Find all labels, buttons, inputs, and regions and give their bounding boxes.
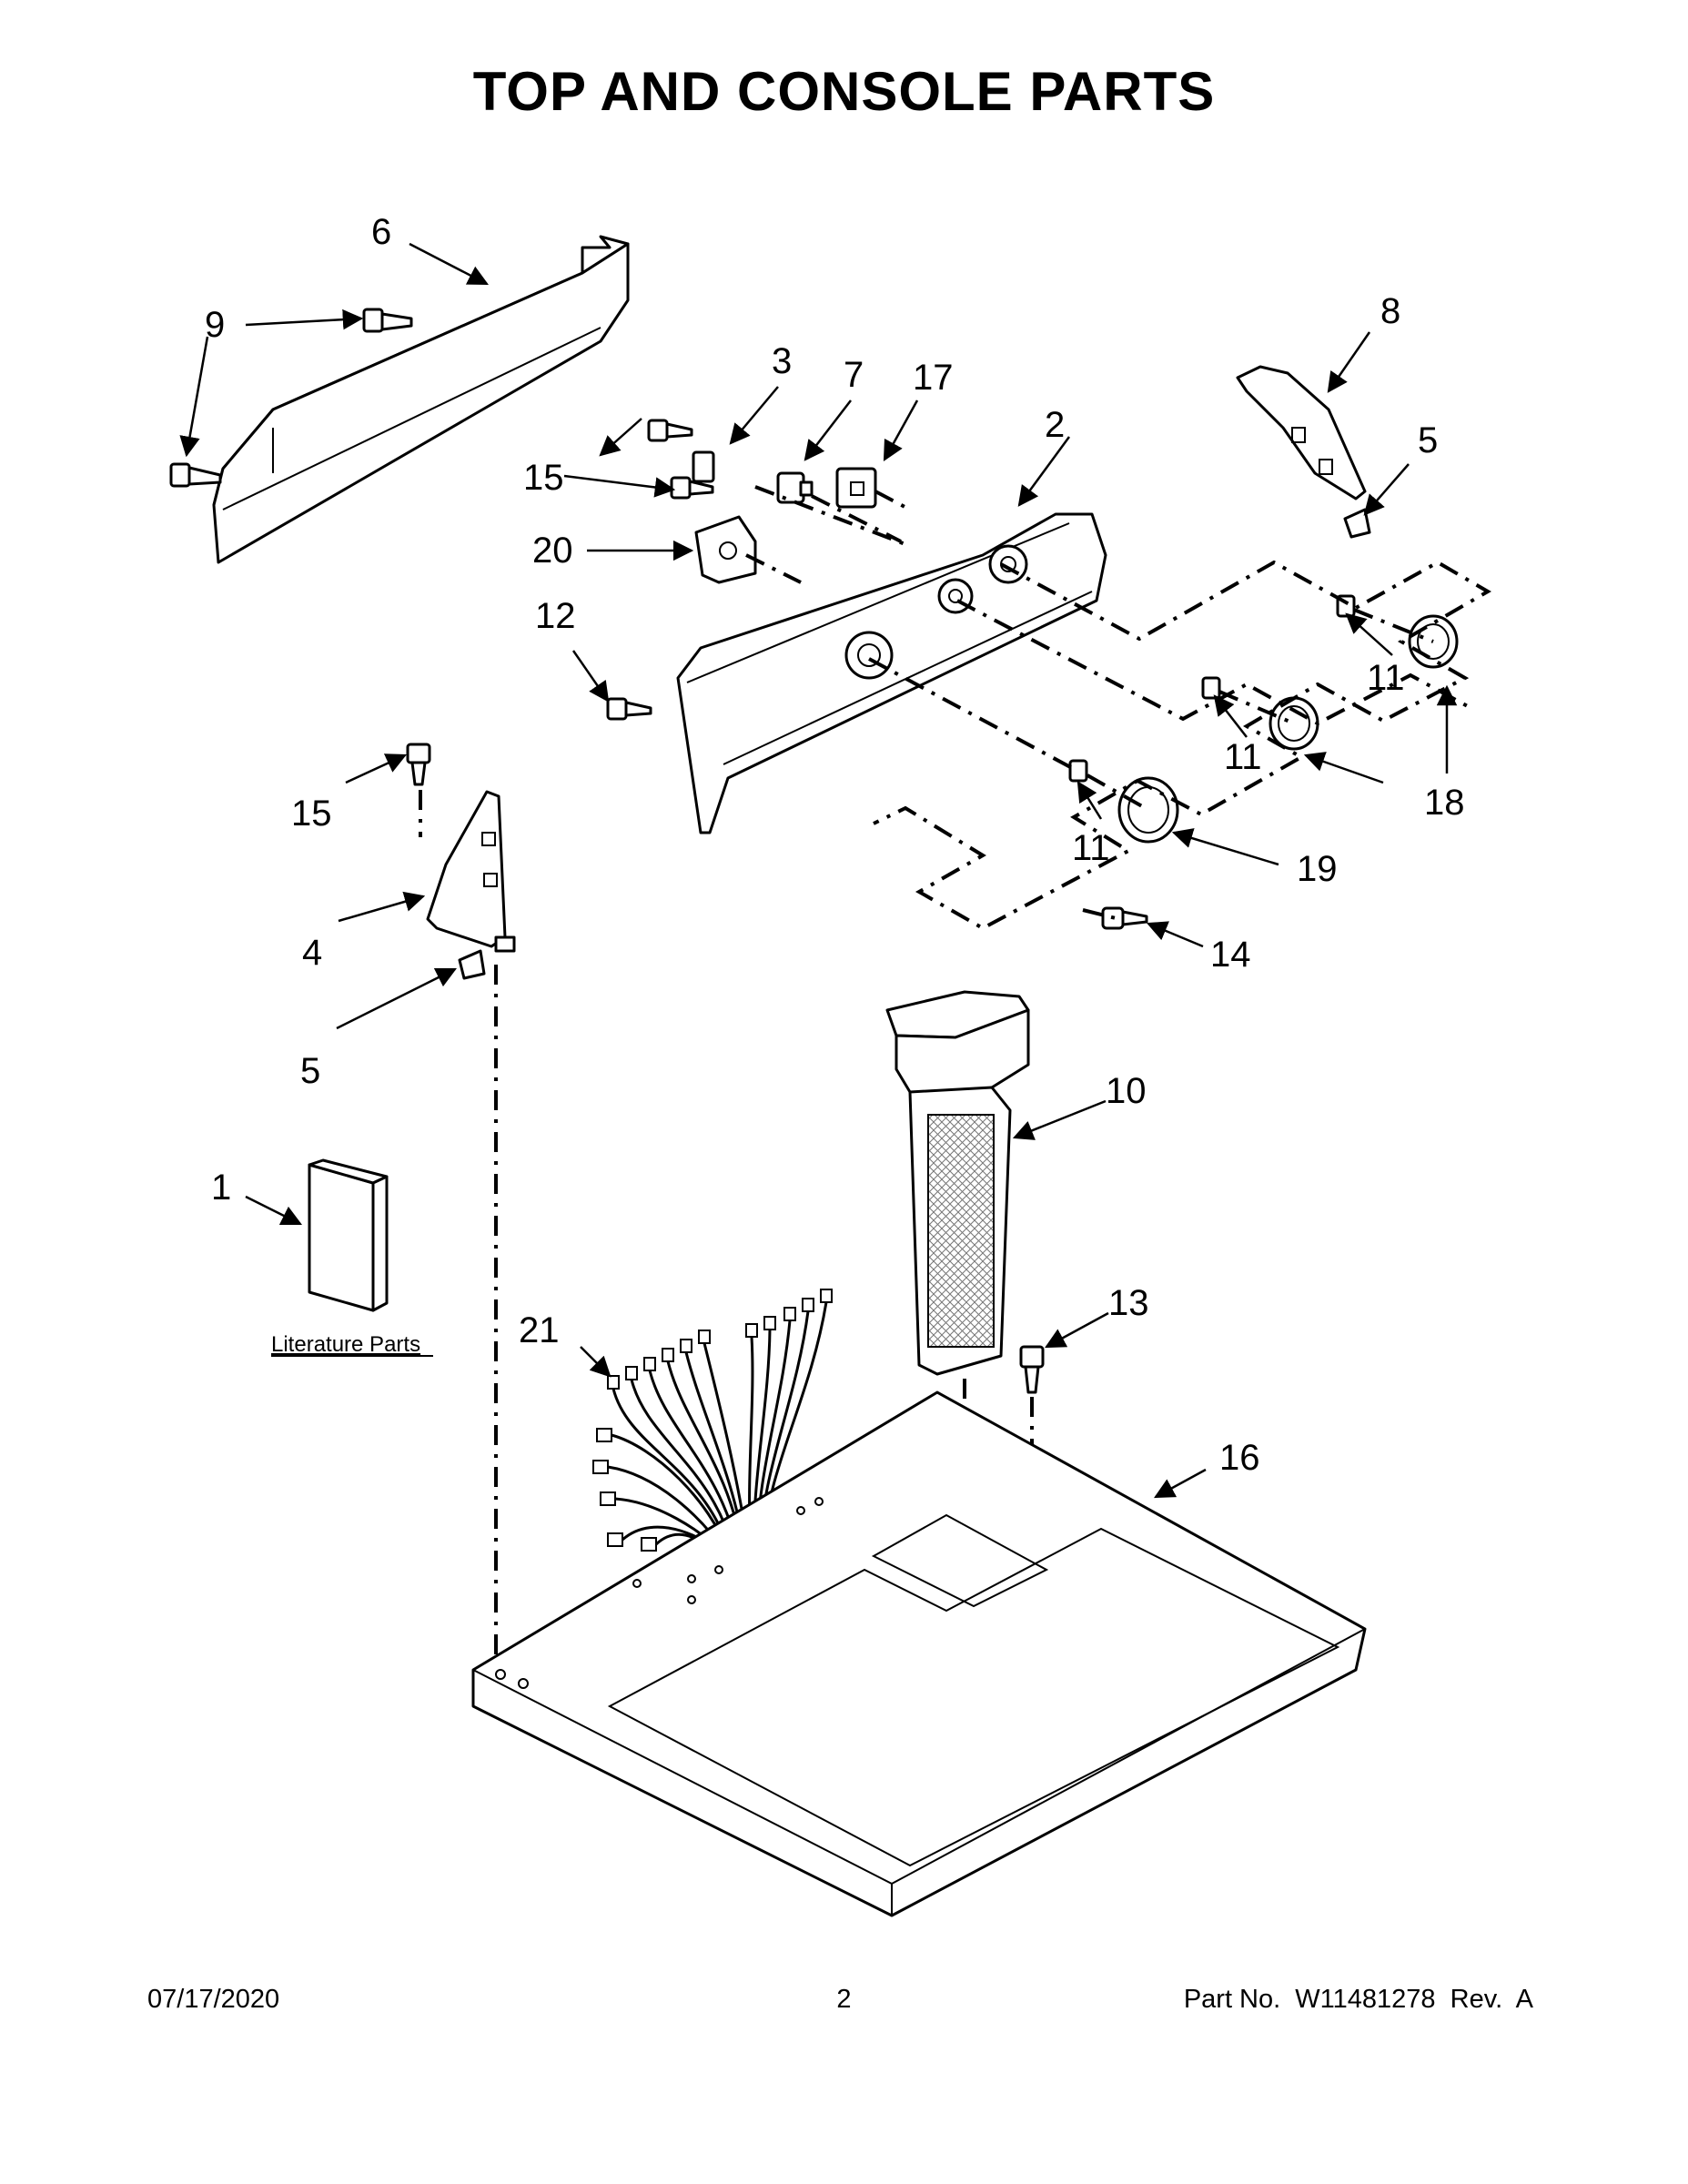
switch-part-7	[776, 471, 814, 504]
callout-15-top: 15	[523, 458, 564, 498]
callout-5-top: 5	[1418, 420, 1438, 460]
lint-screen	[885, 990, 1030, 1376]
callout-21: 21	[519, 1310, 560, 1350]
callout-15-left: 15	[291, 794, 332, 834]
screw-icon	[670, 476, 714, 500]
callout-1: 1	[211, 1168, 231, 1208]
callout-11-middle: 11	[1224, 737, 1262, 777]
callout-arrows	[179, 242, 1458, 1499]
footer-page-number: 2	[836, 1985, 852, 2014]
right-end-cap	[1236, 365, 1367, 500]
knob-18-middle	[1269, 696, 1319, 751]
callout-2: 2	[1045, 405, 1065, 445]
callout-7: 7	[844, 355, 864, 395]
screw-icon	[169, 462, 222, 488]
callout-10: 10	[1106, 1071, 1147, 1111]
dryer-top-panel	[471, 1390, 1367, 1917]
callout-16: 16	[1219, 1438, 1260, 1478]
callout-3: 3	[772, 341, 792, 381]
screw-icon	[1019, 1345, 1045, 1394]
clip-icon	[458, 949, 486, 980]
callout-5-left: 5	[300, 1051, 320, 1091]
rear-console-panel	[212, 235, 630, 564]
callout-11-left: 11	[1072, 828, 1110, 868]
clip-icon	[1343, 508, 1371, 539]
footer-part-number: Part No. W11481278 Rev. A	[1183, 1985, 1533, 2014]
knob-adapter-icon	[1201, 676, 1221, 700]
callout-4: 4	[302, 933, 322, 973]
screw-icon	[406, 743, 431, 786]
callout-11-right: 11	[1367, 658, 1405, 698]
callout-9: 9	[205, 305, 225, 345]
screw-icon	[1101, 906, 1148, 930]
switch-part-3	[692, 450, 715, 483]
callout-6: 6	[371, 212, 391, 252]
screw-icon	[362, 308, 413, 333]
callout-13: 13	[1108, 1283, 1149, 1323]
page-title: TOP AND CONSOLE PARTS	[472, 61, 1216, 122]
callout-12: 12	[535, 596, 576, 636]
literature-parts-label: Literature Parts	[271, 1332, 420, 1357]
callout-14: 14	[1210, 935, 1251, 975]
knob-adapter-icon	[1068, 759, 1088, 783]
switch-part-17	[835, 467, 877, 509]
callout-20: 20	[532, 531, 573, 571]
screw-icon	[647, 419, 693, 442]
callout-18: 18	[1424, 783, 1465, 823]
callout-17: 17	[913, 358, 954, 398]
callout-19: 19	[1297, 849, 1338, 889]
callout-8: 8	[1380, 291, 1400, 331]
footer-date: 07/17/2020	[147, 1985, 280, 2014]
timer-part-20	[694, 515, 757, 584]
left-end-cap	[426, 790, 516, 953]
screw-icon	[606, 697, 652, 721]
literature-book	[308, 1158, 389, 1312]
